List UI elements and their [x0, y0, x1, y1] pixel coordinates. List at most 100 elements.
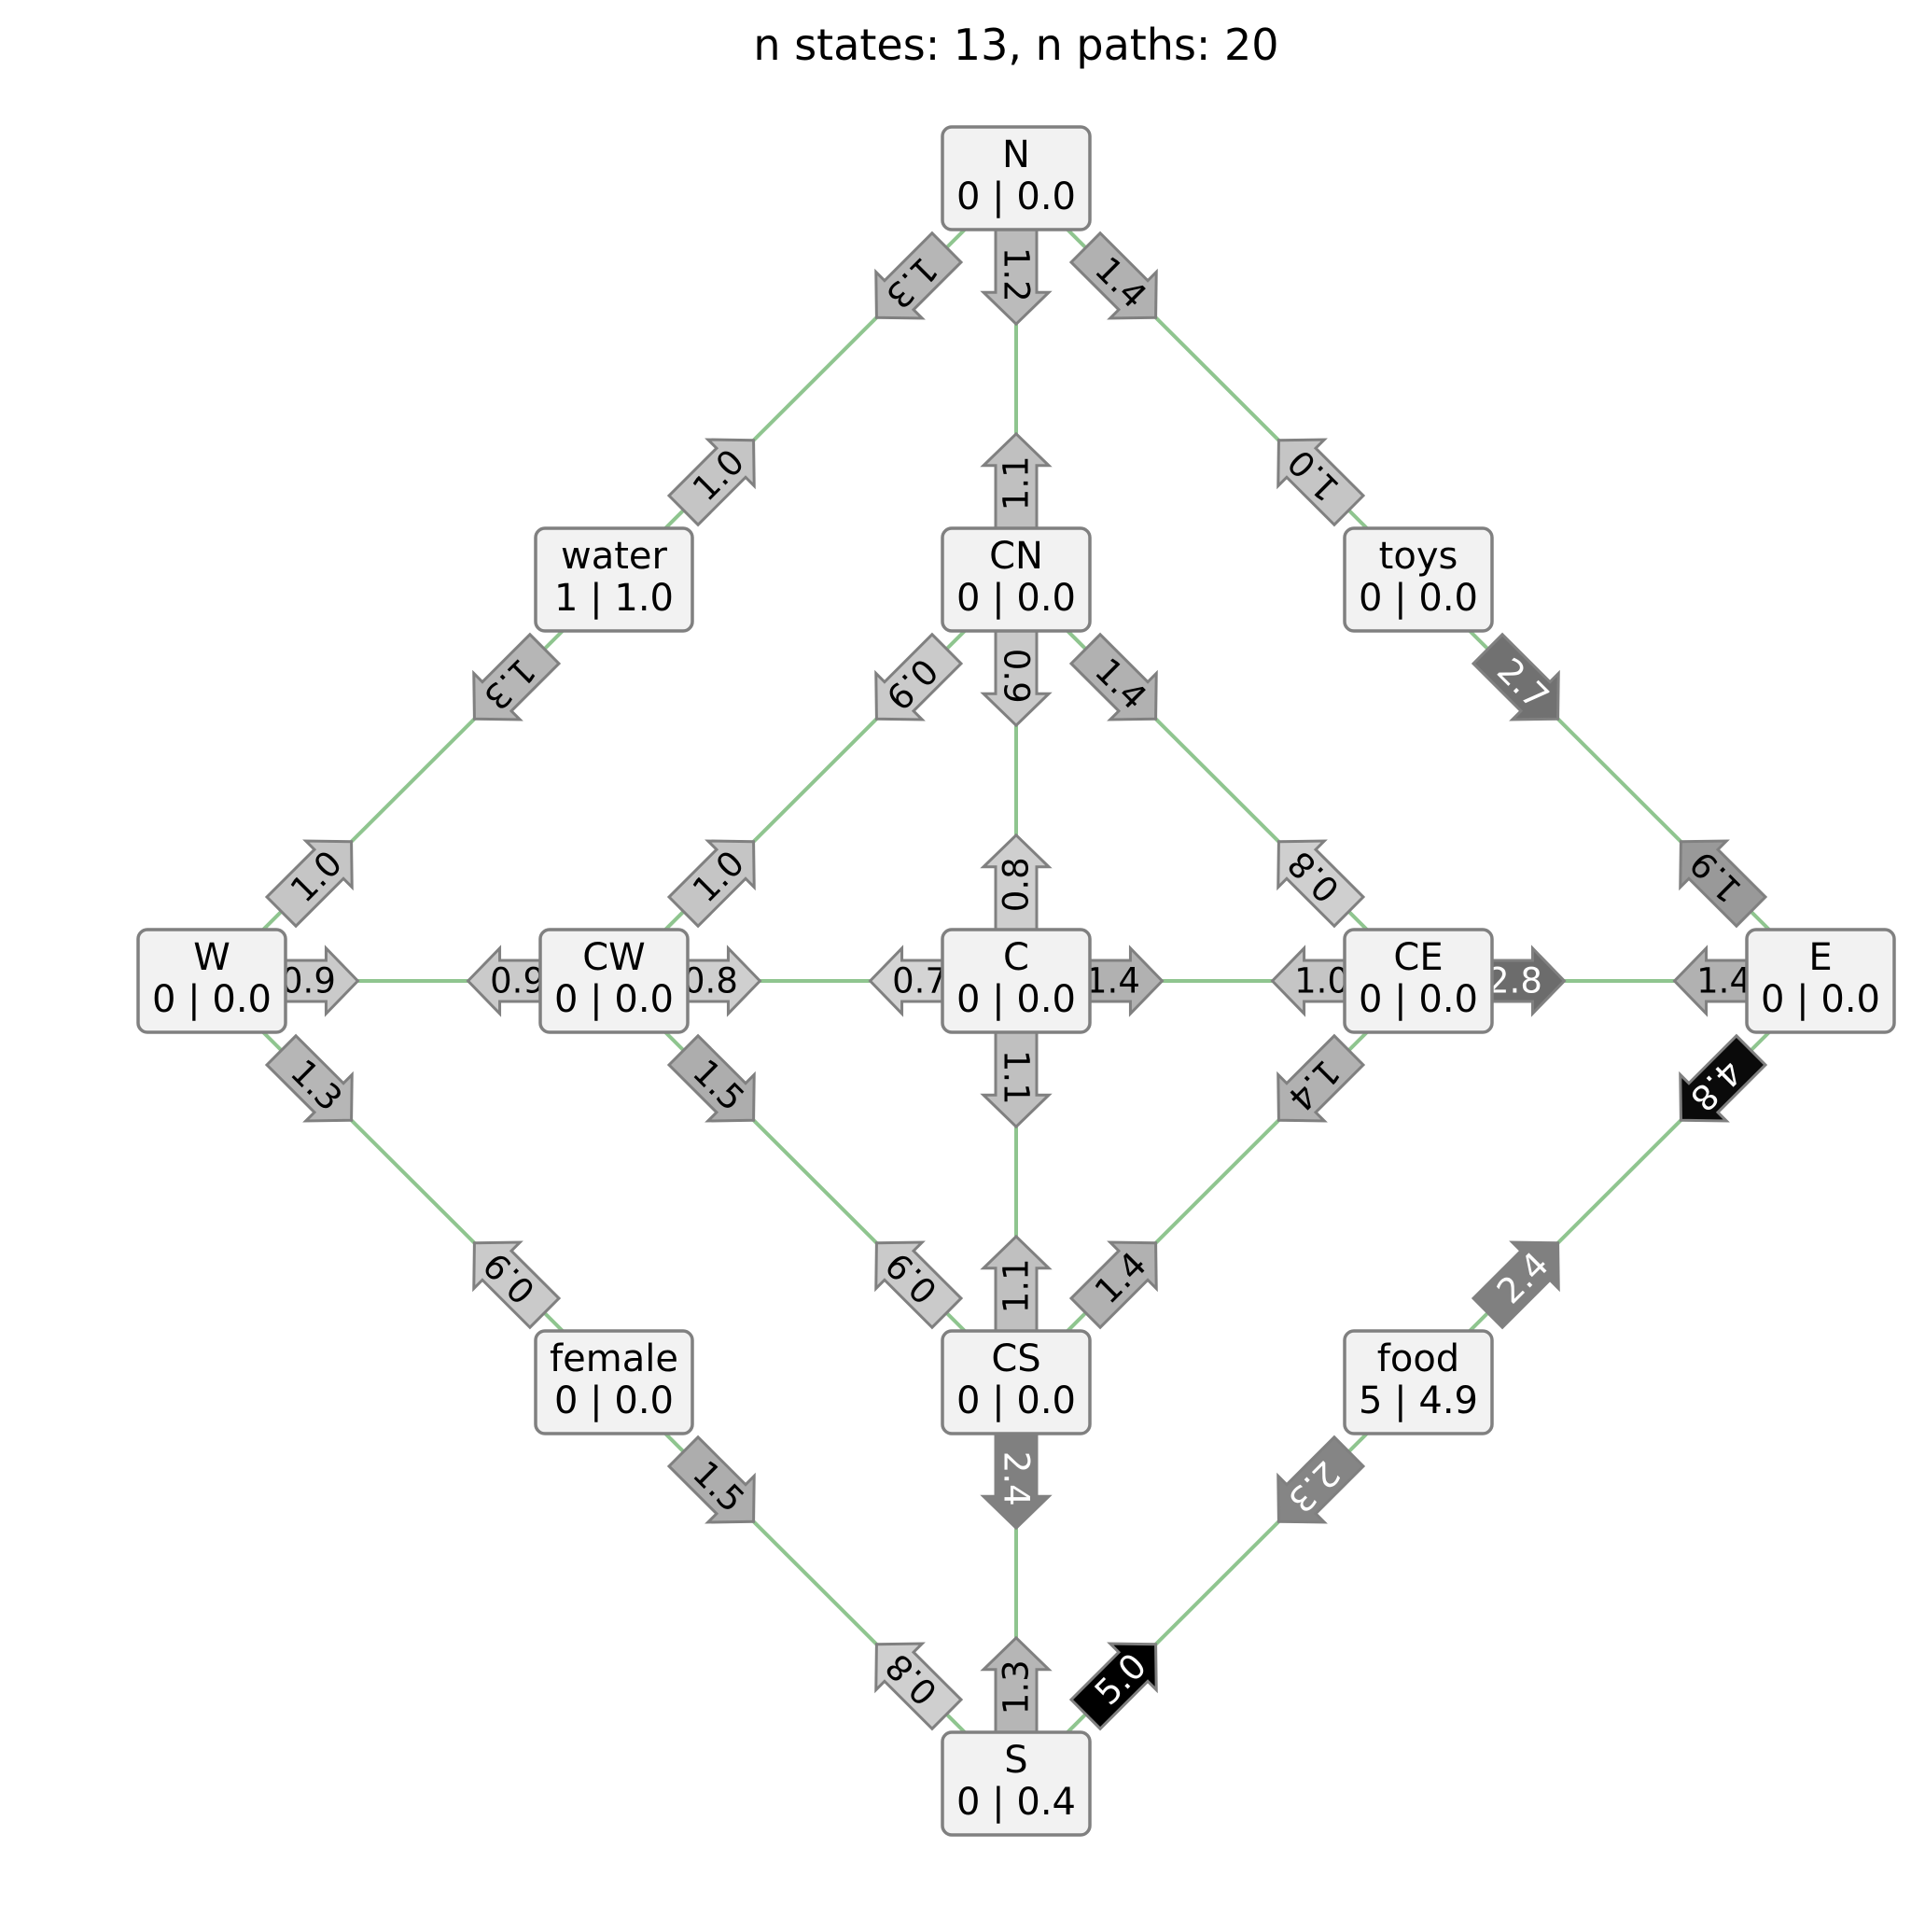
arrow-CN-to-N-label: 1.1 — [997, 455, 1037, 511]
arrow-CS-to-CE-shape — [1068, 1240, 1158, 1330]
edge-CE-CS — [1014, 979, 1420, 1384]
state-node-stats: 0 | 0.0 — [554, 978, 674, 1021]
arrow-S-to-CS: 1.3 — [980, 1635, 1053, 1739]
state-node-name: water — [561, 535, 668, 578]
state-node-stats: 0 | 0.0 — [554, 1379, 674, 1422]
arrow-CS-to-C-label: 1.1 — [997, 1258, 1037, 1313]
state-node-stats: 0 | 0.0 — [152, 978, 272, 1021]
state-node-N: N0 | 0.0 — [941, 125, 1092, 231]
state-node-stats: 0 | 0.0 — [1359, 978, 1478, 1021]
arrow-N-to-CN-label: 1.2 — [997, 247, 1037, 302]
arrow-S-to-food-shape — [1068, 1642, 1158, 1731]
arrow-C-to-CS: 1.1 — [980, 1026, 1053, 1129]
state-node-box — [941, 1730, 1092, 1837]
state-node-box — [1343, 526, 1494, 633]
arrow-CE-to-CN-shape — [1276, 839, 1366, 929]
state-node-name: female — [550, 1337, 678, 1380]
arrow-S-to-CS-shape — [980, 1635, 1053, 1739]
arrow-food-to-S-shape — [1276, 1435, 1366, 1524]
arrow-C-to-CW-label: 0.7 — [892, 961, 947, 1001]
arrow-N-to-CN-shape — [980, 223, 1053, 327]
arrow-W-to-female-shape — [264, 1033, 354, 1123]
state-node-box — [136, 928, 287, 1034]
arrow-CW-to-CN-shape — [666, 839, 756, 929]
state-node-S: S0 | 0.4 — [941, 1730, 1092, 1837]
arrow-S-to-female-shape — [874, 1642, 964, 1731]
state-node-E: E0 | 0.0 — [1745, 928, 1896, 1034]
arrow-CN-to-C-shape — [980, 624, 1053, 728]
state-node-box — [1745, 928, 1896, 1034]
arrow-C-to-CN: 0.8 — [980, 833, 1053, 936]
edge-CW-CS — [612, 979, 1018, 1384]
state-node-CN: CN0 | 0.0 — [941, 526, 1092, 633]
state-node-C: C0 | 0.0 — [941, 928, 1092, 1034]
state-node-box — [941, 526, 1092, 633]
state-node-stats: 0 | 0.0 — [956, 1379, 1076, 1422]
edge-CN-CW — [612, 578, 1018, 983]
arrow-CE-to-C-label: 1.0 — [1294, 961, 1349, 1001]
state-node-name: food — [1377, 1337, 1459, 1380]
state-node-box — [538, 928, 690, 1034]
edge-CN-CE — [1014, 578, 1420, 983]
arrow-water-to-N-shape — [666, 438, 756, 527]
arrow-CW-to-C-label: 0.8 — [683, 961, 738, 1001]
arrow-CW-to-CS-shape — [666, 1033, 756, 1123]
diagram-title: n states: 13, n paths: 20 — [753, 20, 1278, 70]
state-node-box — [534, 1329, 694, 1435]
arrow-water-to-W-shape — [472, 632, 562, 721]
arrow-CS-to-C: 1.1 — [980, 1234, 1053, 1337]
arrow-C-to-CN-label: 0.8 — [997, 857, 1037, 912]
arrow-W-to-CW-label: 0.9 — [281, 961, 336, 1001]
arrow-food-to-S: 2.3 — [1276, 1435, 1366, 1524]
arrow-W-to-water-shape — [264, 839, 354, 929]
state-node-name: CW — [582, 936, 645, 979]
arrow-CS-to-S-shape — [980, 1427, 1053, 1531]
state-node-name: E — [1808, 936, 1832, 979]
state-node-CE: CE0 | 0.0 — [1343, 928, 1494, 1034]
arrow-N-to-toys-shape — [1068, 231, 1158, 320]
arrow-N-to-CN: 1.2 — [980, 223, 1053, 327]
arrow-CS-to-C-shape — [980, 1234, 1053, 1337]
arrow-S-to-CS-label: 1.3 — [997, 1659, 1037, 1715]
state-node-stats: 0 | 0.4 — [956, 1781, 1076, 1824]
state-node-stats: 0 | 0.0 — [956, 978, 1076, 1021]
state-node-stats: 0 | 0.0 — [1761, 978, 1880, 1021]
arrow-E-to-food-shape — [1679, 1033, 1768, 1123]
arrow-toys-to-N-shape — [1276, 438, 1366, 527]
state-node-name: C — [1003, 936, 1029, 979]
state-node-name: S — [1004, 1739, 1027, 1782]
arrow-C-to-CE-label: 1.4 — [1085, 961, 1140, 1001]
state-node-name: N — [1002, 133, 1030, 176]
arrow-CS-to-CW-shape — [874, 1240, 964, 1330]
arrow-C-to-CS-shape — [980, 1026, 1053, 1129]
state-node-name: CS — [991, 1337, 1040, 1380]
state-node-box — [941, 125, 1092, 231]
arrow-CW-to-W-label: 0.9 — [490, 961, 545, 1001]
arrow-CN-to-N: 1.1 — [980, 431, 1053, 535]
edge-water-W — [210, 578, 616, 983]
arrow-C-to-CS-label: 1.1 — [997, 1050, 1037, 1105]
state-node-name: W — [193, 936, 230, 979]
state-node-CW: CW0 | 0.0 — [538, 928, 690, 1034]
arrow-CE-to-CS-shape — [1276, 1033, 1366, 1123]
arrow-CS-to-S-label: 2.4 — [997, 1451, 1037, 1506]
arrow-C-to-CN-shape — [980, 833, 1053, 936]
state-node-name: toys — [1379, 535, 1458, 578]
edge-N-water — [612, 176, 1018, 581]
state-node-stats: 0 | 0.0 — [956, 175, 1076, 218]
arrow-E-to-CE-label: 1.4 — [1696, 961, 1751, 1001]
arrow-CS-to-S: 2.4 — [980, 1427, 1053, 1531]
arrow-N-to-water-shape — [874, 231, 964, 320]
edge-food-S — [1014, 1380, 1420, 1785]
arrow-CE-to-E-label: 2.8 — [1487, 961, 1542, 1001]
state-node-stats: 5 | 4.9 — [1359, 1379, 1478, 1422]
edge-N-toys — [1014, 176, 1420, 581]
arrow-female-to-S-shape — [666, 1435, 756, 1524]
arrow-CN-to-CW-shape — [874, 632, 964, 721]
edge-toys-E — [1416, 578, 1822, 983]
